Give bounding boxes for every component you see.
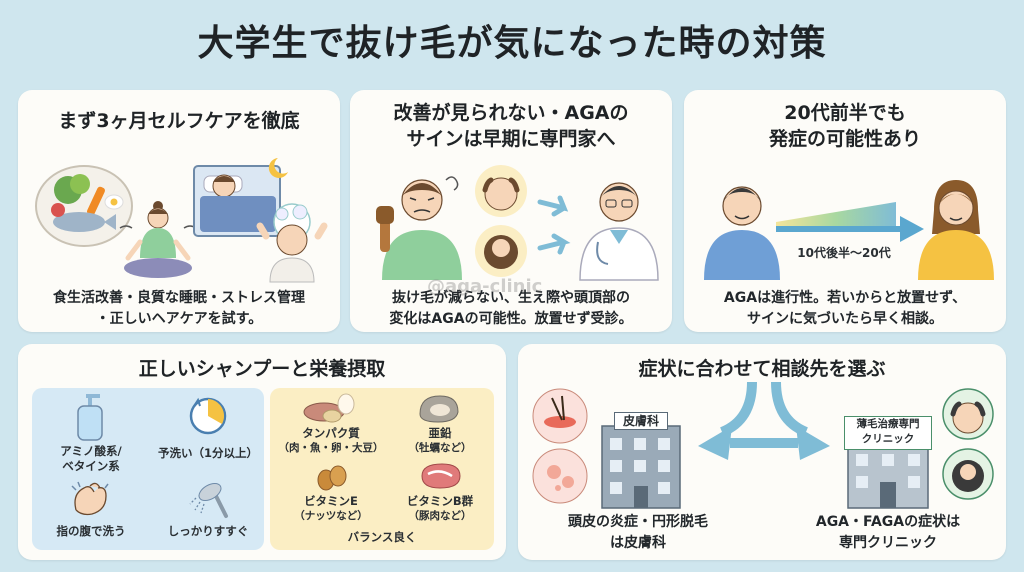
age-range-label: 10代後半〜20代 — [797, 246, 891, 260]
worried-student-icon — [376, 176, 462, 280]
self-care-caption-line1: 食生活改善・良質な睡眠・ストレス管理 — [53, 290, 305, 306]
early-onset-card: 20代前半でも 発症の可能性あり 10代後半〜20代 AGAは進行性。若いからと… — [684, 90, 1006, 332]
zinc-label-line1: 亜鉛 — [428, 426, 452, 440]
early-onset-title-line1: 20代前半でも — [784, 102, 906, 124]
zinc-label-line2: （牡蠣など） — [408, 442, 472, 454]
rinse-well-label: しっかりすすぐ — [167, 524, 249, 538]
see-specialist-title-line2: サインは早期に専門家へ — [406, 128, 616, 150]
hair-washing-icon — [256, 203, 328, 283]
oyster-icon — [419, 395, 459, 423]
branching-arrow-icon — [698, 381, 830, 460]
young-man-icon — [704, 186, 780, 280]
shampoo-nutrition-title: 正しいシャンプーと栄養摂取 — [138, 358, 386, 380]
vitamin-b-label-line2: （豚肉など） — [408, 510, 472, 522]
vitamin-e-label-line2: （ナッツなど） — [294, 510, 368, 522]
see-specialist-caption-line1: 抜け毛が減らない、生え際や頭頂部の — [392, 290, 630, 306]
sleeping-in-bed-icon — [193, 158, 288, 237]
protein-label-line2: （肉・魚・卵・大豆） — [278, 442, 384, 454]
balance-label: バランス良く — [347, 530, 417, 544]
early-onset-caption-line2: サインに気づいたら早く相談。 — [747, 311, 943, 327]
dermatology-caption-line1: 頭皮の炎症・円形脱毛 — [568, 514, 708, 530]
self-care-card: まず3ヶ月セルフケアを徹底 食生活 — [18, 90, 340, 332]
scalp-inflammation-icon — [532, 388, 588, 444]
clinic-caption-line1: AGA・FAGAの症状は — [815, 514, 961, 530]
age-progress-arrow-icon — [776, 202, 924, 242]
see-specialist-card: 改善が見られない・AGAの サインは早期に専門家へ 抜け毛が減らない、生 — [350, 90, 672, 332]
healthy-food-plate-icon — [35, 165, 133, 247]
clinic-caption-line2: 専門クリニック — [839, 535, 937, 551]
watermark: @aga-clinic — [427, 276, 543, 297]
amino-acid-label-line2: ベタイン系 — [62, 459, 120, 473]
aga-clinic-sign-line2: クリニック — [861, 433, 915, 445]
self-care-caption-line2: ・正しいヘアケアを試す。 — [95, 311, 263, 327]
vitamin-e-label-line1: ビタミンE — [304, 494, 358, 508]
see-specialist-title-line1: 改善が見られない・AGAの — [393, 102, 629, 124]
self-care-card-title: まず3ヶ月セルフケアを徹底 — [58, 110, 300, 132]
early-onset-caption-line1: AGAは進行性。若いからと放置せず、 — [723, 290, 967, 306]
young-woman-icon — [918, 180, 994, 280]
shampoo-nutrition-card: 正しいシャンプーと栄養摂取 アミノ酸系/ ベタイン系 予洗い（1分以上） 指の腹… — [18, 344, 506, 560]
nuts-icon — [317, 465, 347, 491]
pump-bottle-icon — [77, 394, 103, 441]
dermatology-building-icon — [601, 425, 681, 509]
early-onset-title-line2: 発症の可能性あり — [768, 128, 921, 150]
pre-rinse-label: 予洗い（1分以上） — [157, 446, 258, 460]
aga-clinic-sign-line1: 薄毛治療専門 — [856, 418, 920, 430]
receding-hairline-head-icon — [942, 388, 994, 440]
dermatology-sign: 皮膚科 — [614, 412, 668, 430]
protein-label-line1: タンパク質 — [302, 426, 360, 440]
choose-clinic-title: 症状に合わせて相談先を選ぶ — [638, 358, 886, 380]
meditating-person-icon — [119, 201, 197, 278]
receding-hairline-icon — [475, 165, 527, 217]
vitamin-b-label-line1: ビタミンB群 — [406, 494, 474, 508]
page-title: 大学生で抜け毛が気になった時の対策 — [197, 23, 827, 64]
choose-clinic-card: 症状に合わせて相談先を選ぶ 皮膚科 — [518, 344, 1006, 560]
protein-food-icon — [303, 393, 355, 423]
thinning-crown-head-icon — [942, 448, 994, 500]
alopecia-areata-icon — [532, 448, 588, 504]
meat-icon — [421, 463, 461, 489]
fingertip-wash-label: 指の腹で洗う — [56, 524, 126, 538]
nutrition-panel: タンパク質 （肉・魚・卵・大豆） 亜鉛 （牡蠣など） ビタミンE （ナッツなど）… — [270, 388, 494, 550]
fingertips-icon — [71, 481, 109, 516]
timer-icon — [189, 397, 227, 435]
see-specialist-caption-line2: 変化はAGAの可能性。放置せず受診。 — [389, 311, 633, 327]
aga-clinic-sign: 薄毛治療専門 クリニック — [844, 416, 932, 450]
shampoo-panel: アミノ酸系/ ベタイン系 予洗い（1分以上） 指の腹で洗う しっかりすすぐ — [32, 388, 264, 550]
amino-acid-label-line1: アミノ酸系/ — [60, 444, 122, 458]
doctor-icon — [579, 182, 659, 281]
arrow-right-icon — [537, 195, 571, 255]
dermatology-caption-line2: は皮膚科 — [610, 535, 666, 551]
shower-head-icon — [189, 482, 228, 518]
thinning-crown-icon — [475, 225, 527, 277]
